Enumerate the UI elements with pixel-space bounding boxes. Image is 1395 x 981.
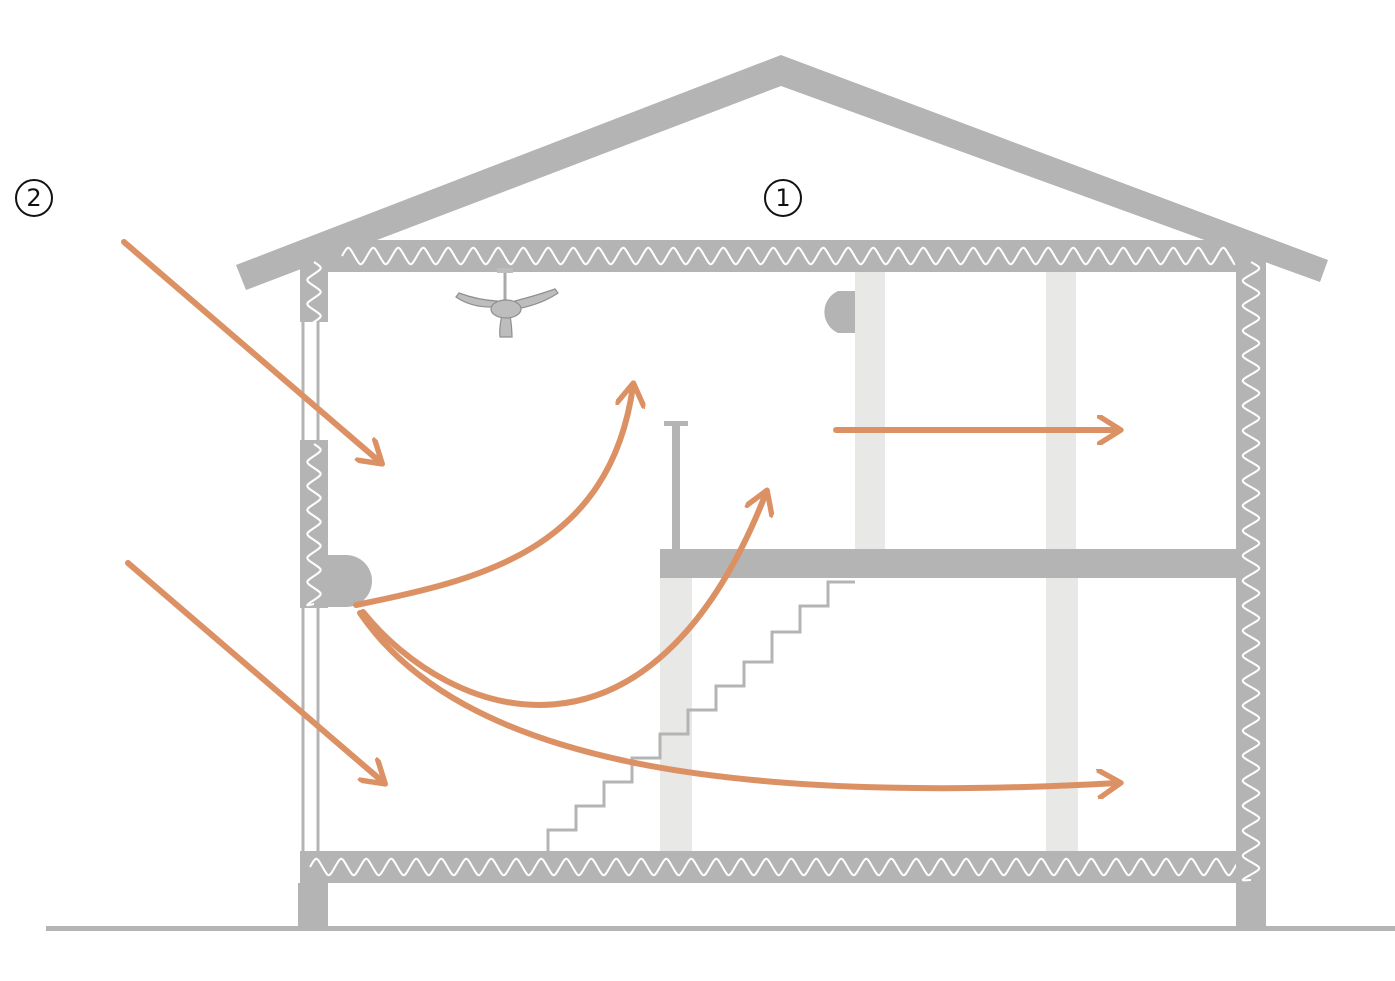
- marker-two: 2: [15, 179, 53, 217]
- ceiling-slab: [300, 240, 1266, 272]
- foundation-right: [1236, 883, 1266, 928]
- airflow-arrow-inflow-lower: [125, 560, 383, 782]
- left-wall-top: [300, 258, 328, 322]
- air-conditioner-icon: [824, 291, 855, 333]
- right-wall: [1236, 258, 1266, 883]
- ceiling-insulation-wave: [341, 246, 1236, 266]
- foundation-left: [298, 883, 328, 928]
- ground-line: [46, 926, 1395, 931]
- right-wall-insulation-wave: [1241, 261, 1261, 882]
- left-wall-middle-insulation-wave: [306, 443, 322, 607]
- air-conditioner-icon: [328, 555, 372, 607]
- mezzanine-floor: [660, 549, 1238, 578]
- column-upper-right: [1046, 270, 1076, 550]
- floor-slab: [300, 851, 1266, 883]
- ceiling-fan-icon: [455, 268, 559, 338]
- left-wall-middle: [300, 440, 328, 608]
- left-wall-top-insulation-wave: [306, 261, 322, 328]
- airflow-arrow-ac-to-loft: [360, 493, 766, 708]
- staircase: [546, 580, 855, 851]
- upper-window: [301, 322, 320, 440]
- airflow-arrow-inflow-upper: [121, 239, 380, 462]
- railing: [664, 421, 688, 550]
- column-upper-left: [855, 270, 885, 550]
- airflow-arrow-ac-to-upper-left: [353, 386, 633, 608]
- airflow-arrow-ac-to-ground-floor: [357, 610, 1118, 788]
- lower-window: [301, 608, 320, 851]
- column-lower-right: [1046, 578, 1078, 854]
- airflow-arrows: [121, 239, 1118, 788]
- marker-one: 1: [764, 179, 802, 217]
- floor-insulation-wave: [309, 857, 1257, 877]
